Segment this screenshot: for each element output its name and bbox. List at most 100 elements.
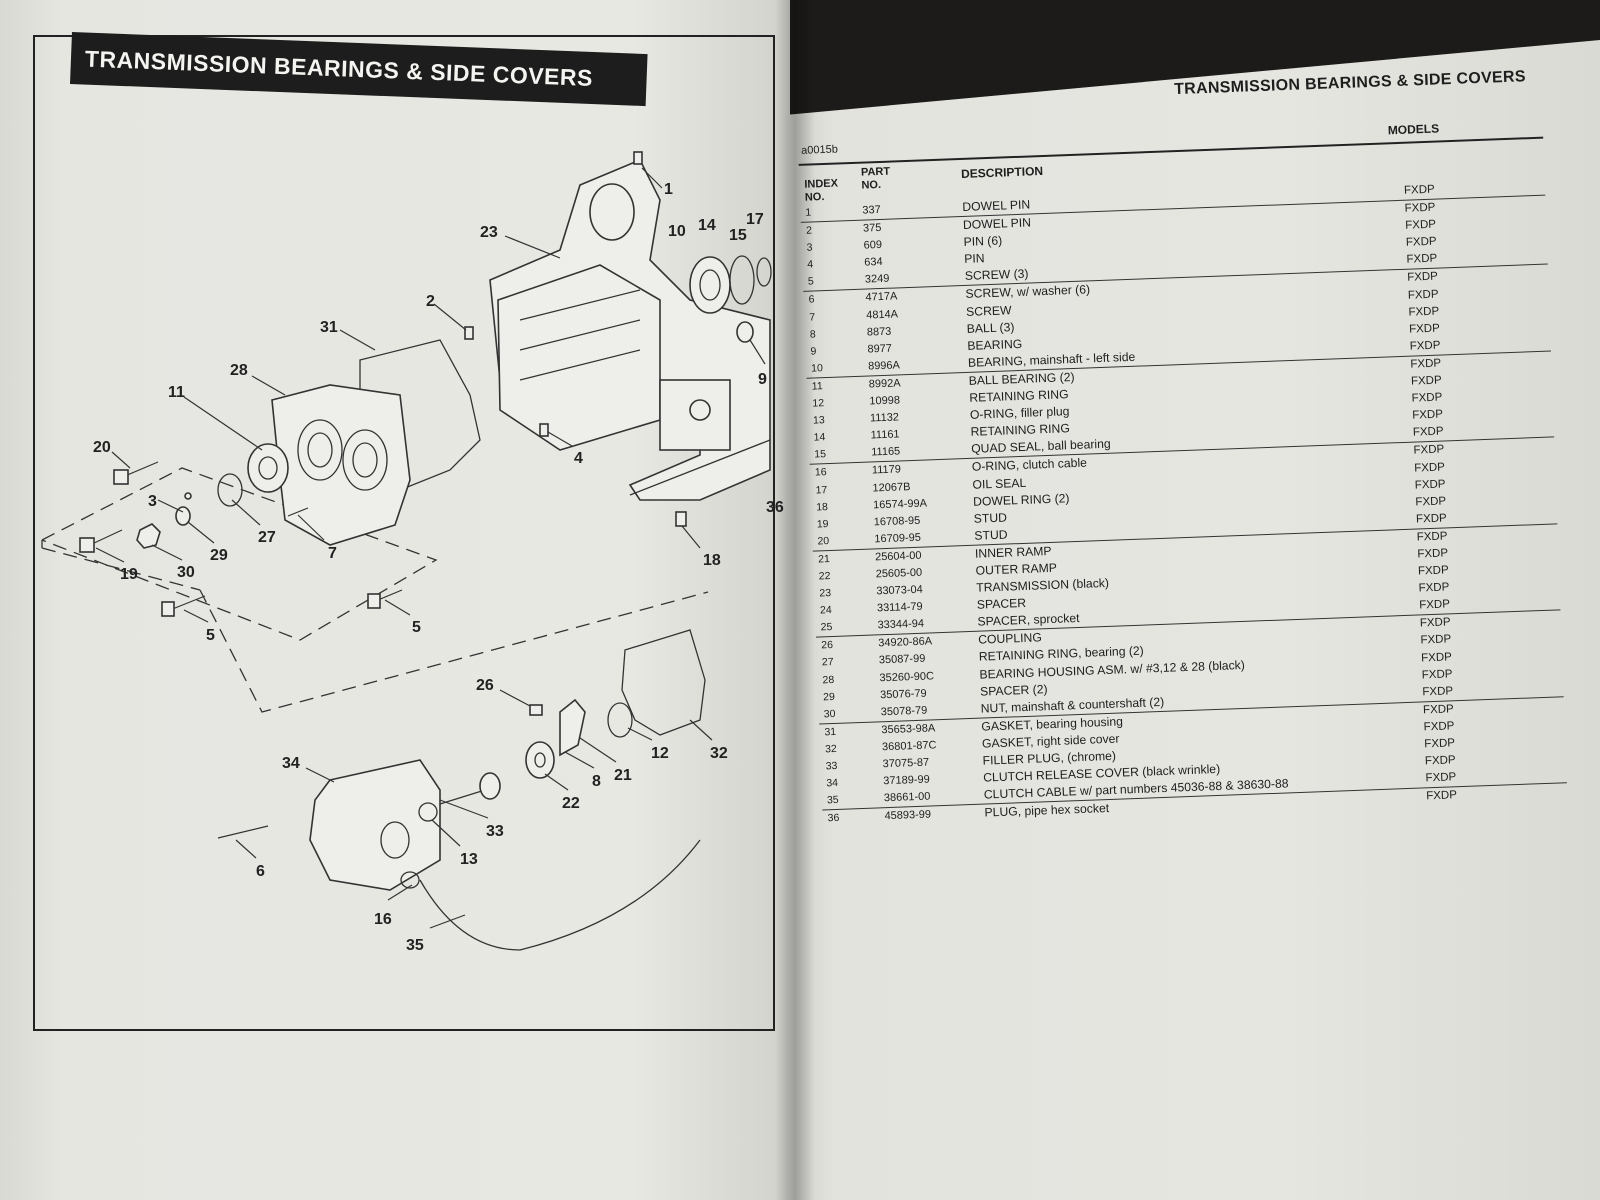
model-cell: FXDP <box>1420 650 1453 664</box>
index-cell: 32 <box>824 742 837 756</box>
part-number-cell: 337 <box>862 203 881 217</box>
part-number-cell: 11132 <box>869 411 900 425</box>
model-cell: FXDP <box>1420 633 1452 647</box>
index-cell: 36 <box>827 812 840 825</box>
index-cell: 1 <box>805 206 812 219</box>
index-cell: 9 <box>810 345 817 358</box>
index-cell: 24 <box>819 604 832 617</box>
pin-4 <box>539 423 549 437</box>
callout-34: 34 <box>282 755 300 772</box>
model-cell: FXDP <box>1407 288 1439 302</box>
index-cell: 23 <box>819 587 832 600</box>
callout-6: 6 <box>256 863 265 880</box>
callout-10: 10 <box>668 223 686 240</box>
description-cell: PIN <box>963 251 985 267</box>
gasket-right-side-cover <box>621 629 706 736</box>
part-number-cell: 8992A <box>868 377 901 391</box>
retaining-ring-12 <box>607 702 633 738</box>
retaining-ring-17 <box>756 257 772 287</box>
bearing-10 <box>689 256 731 314</box>
part-number-cell: 634 <box>864 256 883 269</box>
part-number-cell: 8996A <box>867 359 901 373</box>
description-cell: SPACER, sprocket <box>977 611 1080 629</box>
o-ring-13 <box>418 802 438 822</box>
model-cell: FXDP <box>1416 530 1448 544</box>
callout-13: 13 <box>460 851 478 868</box>
index-cell: 14 <box>813 431 826 444</box>
part-number-cell: 25604-00 <box>874 549 922 564</box>
callout-16: 16 <box>374 911 392 928</box>
part-number-cell: 45893-99 <box>884 808 932 823</box>
index-cell: 2 <box>805 224 813 237</box>
index-cell: 22 <box>818 570 831 583</box>
part-number-cell: 34920-86A <box>878 635 933 650</box>
part-number-cell: 37189-99 <box>883 773 930 788</box>
index-cell: 8 <box>809 328 816 341</box>
models-header: MODELS <box>1387 121 1440 138</box>
callout-33: 33 <box>486 823 504 840</box>
model-cell: FXDP <box>1423 720 1455 734</box>
clutch-release-cover <box>309 759 441 891</box>
index-cell: 15 <box>814 448 827 461</box>
stud-20 <box>113 461 159 485</box>
index-cell: 6 <box>808 293 815 307</box>
callout-3: 3 <box>148 493 157 510</box>
part-number-cell: 609 <box>863 239 883 252</box>
callout-2: 2 <box>426 293 435 310</box>
dowel-pin-1 <box>633 151 643 165</box>
model-cell: FXDP <box>1425 771 1457 785</box>
model-cell: FXDP <box>1426 789 1458 803</box>
part-number-cell: 8977 <box>867 342 893 356</box>
model-cell: FXDP <box>1422 703 1454 717</box>
index-cell: 5 <box>807 275 815 289</box>
quad-seal-15 <box>729 255 755 305</box>
part-number-cell: 11179 <box>871 463 902 477</box>
index-cell: 12 <box>812 397 825 410</box>
index-cell: 17 <box>815 483 828 497</box>
description-cell: SCREW (3) <box>964 266 1029 284</box>
callout-5a: 5 <box>206 627 215 644</box>
index-cell: 21 <box>817 552 831 566</box>
description-cell: DOWEL PIN <box>962 197 1031 214</box>
part-number-cell: 33344-94 <box>877 617 925 632</box>
model-cell: FXDP <box>1405 218 1437 232</box>
bearing-9 <box>736 321 754 343</box>
description-cell: BALL (3) <box>966 319 1015 336</box>
model-cell: FXDP <box>1407 271 1439 285</box>
description-cell: SCREW <box>965 302 1012 319</box>
part-number-cell: 35078-79 <box>880 704 928 719</box>
part-number-cell: 38661-00 <box>883 790 931 805</box>
description-cell: BEARING <box>967 336 1023 353</box>
model-cell: FXDP <box>1408 322 1440 336</box>
part-number-cell: 11165 <box>871 445 901 459</box>
description-cell: SPACER <box>976 596 1027 612</box>
index-cell: 25 <box>820 621 833 634</box>
spacer-29 <box>175 506 191 526</box>
callout-30: 30 <box>177 564 195 581</box>
callout-14: 14 <box>698 217 716 234</box>
nut-30 <box>136 523 161 549</box>
part-number-cell: 10998 <box>869 394 901 408</box>
pin-3 <box>184 492 192 500</box>
part-number-cell: 375 <box>862 222 882 235</box>
model-cell: FXDP <box>1415 512 1447 526</box>
right-page <box>785 40 1600 1200</box>
model-cell: FXDP <box>1415 495 1447 509</box>
model-cell: FXDP <box>1419 598 1451 612</box>
callout-1: 1 <box>664 181 673 198</box>
callout-17: 17 <box>746 211 764 228</box>
index-cell: 31 <box>824 725 837 739</box>
model-cell: FXDP <box>1410 374 1442 388</box>
retaining-ring-27 <box>217 473 243 507</box>
exploded-diagram: 1 23 10 14 15 17 2 31 28 11 20 3 27 29 3… <box>41 151 784 954</box>
callout-35: 35 <box>406 937 424 954</box>
model-cell: FXDP <box>1424 737 1456 751</box>
description-cell: STUD <box>973 510 1008 526</box>
model-cell: FXDP <box>1421 667 1453 682</box>
part-number-cell: 8873 <box>866 325 892 339</box>
inner-ramp <box>559 698 586 757</box>
figure-code: a0015b <box>800 143 839 157</box>
callout-12: 12 <box>651 745 669 762</box>
index-cell: 7 <box>809 310 816 324</box>
index-cell: 28 <box>822 673 835 686</box>
